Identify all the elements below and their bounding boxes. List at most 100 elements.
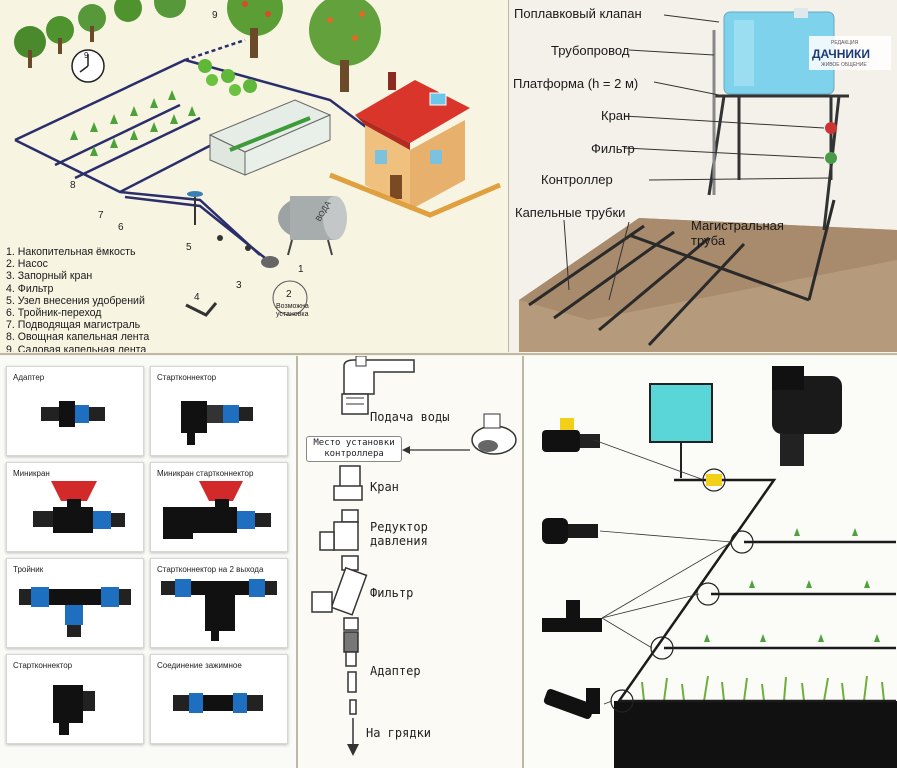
water-tank: ВОДА [278,196,347,256]
controller-place-box: Место установки контроллера [306,436,402,462]
label-main-pipe-line1: Магистральная [691,218,784,233]
connector-title: Миникран стартконнектор [157,469,254,478]
pointer-lines [563,14,832,301]
minivalve-start-icon [163,481,271,539]
controller-place-line2: контроллера [324,449,384,459]
label-pressure-reducer-line1: Редуктор [370,520,428,534]
label-9: 9 [212,10,218,21]
connector-title: Тройник [13,565,44,574]
legend-item: 5. Узел внесения удобрений [6,294,145,307]
grass [641,675,885,702]
start-connector-icon [53,685,95,735]
start-2-out-icon [161,579,277,641]
svg-text:9: 9 [84,51,89,60]
connector-title: Стартконнектор [157,373,217,382]
pump-note-line1: Возможна [276,303,309,310]
drip-tubes [528,199,836,347]
tank-scheme-illustration: РЕДАКЦИЯ ДАЧНИКИ ЖИВОЕ ОБЩЕНИЕ [519,8,897,352]
scheme-legend: 1. Накопительная ёмкость 2. Насос 3. Зап… [6,246,149,352]
dachniki-logo: РЕДАКЦИЯ ДАЧНИКИ ЖИВОЕ ОБЩЕНИЕ [809,36,891,70]
label-5: 5 [186,242,192,253]
label-1: 1 [298,264,304,275]
label-2: 2 [286,289,292,300]
pointer-lines [593,439,733,705]
connector-title: Стартконнектор на 2 выхода [157,565,264,574]
connector-card-minivalve: Миникран [6,462,144,552]
fittings-icons [542,418,602,719]
label-main-pipe-line2: труба [691,233,726,248]
connector-title: Стартконнектор [13,661,73,670]
label-adapter: Адаптер [370,664,421,678]
label-platform: Платформа (h = 2 м) [513,76,639,91]
label-pipeline: Трубопровод [551,43,630,58]
legend-item: 6. Тройник-переход [6,307,102,320]
connector-card-minivalve-start: Миникран стартконнектор [150,462,288,552]
divider [508,0,509,352]
connector-card-start-2-out: Стартконнектор на 2 выхода [150,558,288,648]
label-8: 8 [70,180,76,191]
svg-text:РЕДАКЦИЯ: РЕДАКЦИЯ [831,40,859,46]
connector-card-start-2: Стартконнектор [6,654,144,744]
seedlings [704,528,880,642]
platform [707,94,849,231]
water-tank [723,8,835,95]
connection-circles [610,468,754,713]
filter [772,366,842,466]
label-controller: Контроллер [541,172,613,187]
label-tap: Кран [601,108,631,123]
house [329,72,501,218]
svg-text:ДАЧНИКИ: ДАЧНИКИ [812,47,870,61]
connector-card-clamp-joint: Соединение зажимное [150,654,288,744]
elevated-tank-scheme-panel: РЕДАКЦИЯ ДАЧНИКИ ЖИВОЕ ОБЩЕНИЕ Поплавков… [509,0,897,352]
legend-item: 8. Овощная капельная лента [6,331,150,344]
start-connector-icon [181,401,253,445]
connector-card-tee: Тройник [6,558,144,648]
assembly-sketch [311,356,517,756]
adapter-icon [41,401,105,427]
legend-item: 1. Накопительная ёмкость [6,246,136,258]
vegetable-rows [70,59,257,156]
connector-card-start: Стартконнектор [150,366,288,456]
main-pipe [616,478,896,703]
assembly-order-panel: Подача воды Место установки контроллера … [298,356,522,768]
valve-fitting [706,474,722,486]
legend-item: 9. Садовая капельная лента [6,343,147,352]
orchard-trees [14,0,381,92]
connector-title: Миникран [13,469,50,478]
legend-item: 4. Фильтр [6,282,54,295]
divider [522,356,524,768]
tee-icon [19,587,131,637]
clamp-joint-icon [173,693,263,713]
fittings-layout-illustration [542,366,897,768]
label-tap: Кран [370,480,399,494]
garden-scheme-illustration: 9 [14,0,501,318]
timer-clock-icon: 9 [71,49,105,83]
connectors-catalog-panel: Адаптер Стартконнектор Миникран Миникран… [0,356,296,768]
label-filter: Фильтр [591,141,635,156]
divider [0,353,897,355]
greenhouse [208,99,332,176]
legend-item: 3. Запорный кран [6,270,93,283]
label-pressure-reducer-line2: давления [370,534,428,548]
legend-item: 7. Подводящая магистраль [6,319,141,332]
label-float-valve: Поплавковый клапан [514,6,642,21]
connector-title: Соединение зажимное [157,661,242,670]
water-tank [649,383,713,443]
label-3: 3 [236,280,242,291]
fittings-layout-panel [524,356,897,768]
connector-title: Адаптер [13,373,45,382]
label-6: 6 [118,222,124,233]
label-to-beds: На грядки [366,726,432,740]
connector-card-adapter: Адаптер [6,366,144,456]
label-filter: Фильтр [370,586,414,600]
minivalve-icon [33,481,125,533]
label-7: 7 [98,210,104,221]
svg-text:ЖИВОЕ ОБЩЕНИЕ: ЖИВОЕ ОБЩЕНИЕ [821,62,867,68]
label-drip-tubes: Капельные трубки [515,205,626,220]
label-water-supply: Подача воды [370,410,450,424]
divider [296,356,298,768]
label-4: 4 [194,292,200,303]
legend-item: 2. Насос [6,258,48,271]
garden-drip-scheme-panel: 9 [0,0,508,352]
pump-and-valves [185,191,308,317]
